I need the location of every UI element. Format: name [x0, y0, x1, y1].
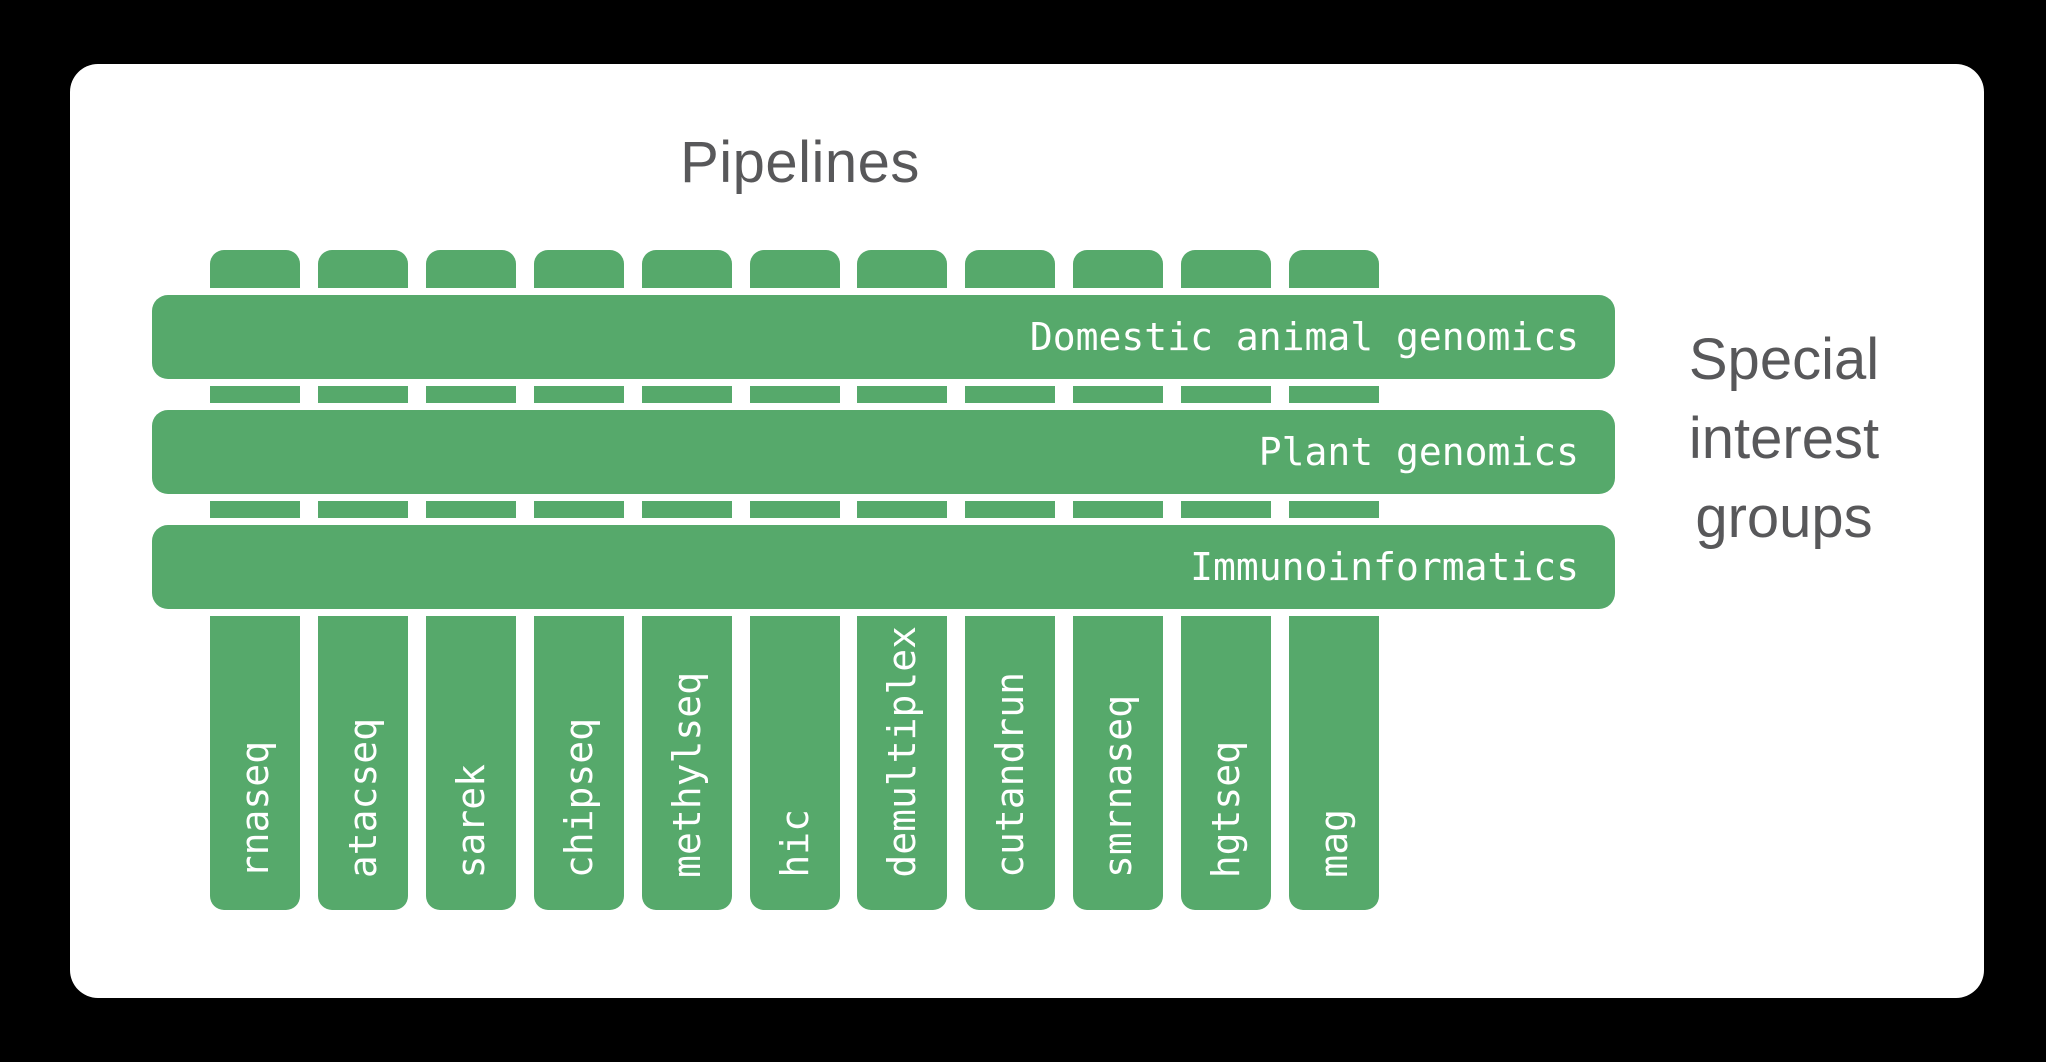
- sig-bar-label: Plant genomics: [1258, 430, 1579, 474]
- diagram-title: Pipelines: [680, 130, 920, 195]
- sig-bar-domestic-animal-genomics: Domestic animal genomics: [152, 295, 1615, 379]
- sig-bar-label: Domestic animal genomics: [1029, 315, 1579, 359]
- side-label-line: Special: [1688, 327, 1880, 392]
- sig-bar-label: Immunoinformatics: [1190, 545, 1579, 589]
- sig-bar-immunoinformatics: Immunoinformatics: [152, 525, 1615, 609]
- sig-bar-plant-genomics: Plant genomics: [152, 410, 1615, 494]
- side-label: Special interest groups: [1604, 320, 1964, 557]
- side-label-line: groups: [1695, 485, 1873, 550]
- side-label-line: interest: [1688, 406, 1880, 471]
